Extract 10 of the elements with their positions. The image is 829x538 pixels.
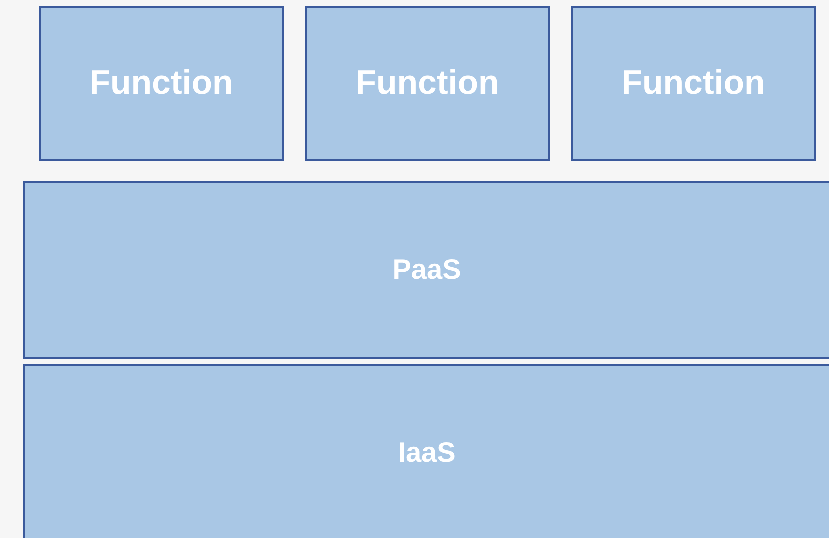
function-label: Function xyxy=(90,64,234,103)
layer-band xyxy=(23,364,829,538)
function-label: Function xyxy=(622,64,766,103)
layer-label: IaaS xyxy=(398,437,456,469)
layer-label: PaaS xyxy=(392,254,462,286)
layer-band xyxy=(23,181,829,359)
function-label: Function xyxy=(356,64,500,103)
function-box xyxy=(39,6,284,161)
function-box xyxy=(571,6,816,161)
function-box xyxy=(305,6,550,161)
